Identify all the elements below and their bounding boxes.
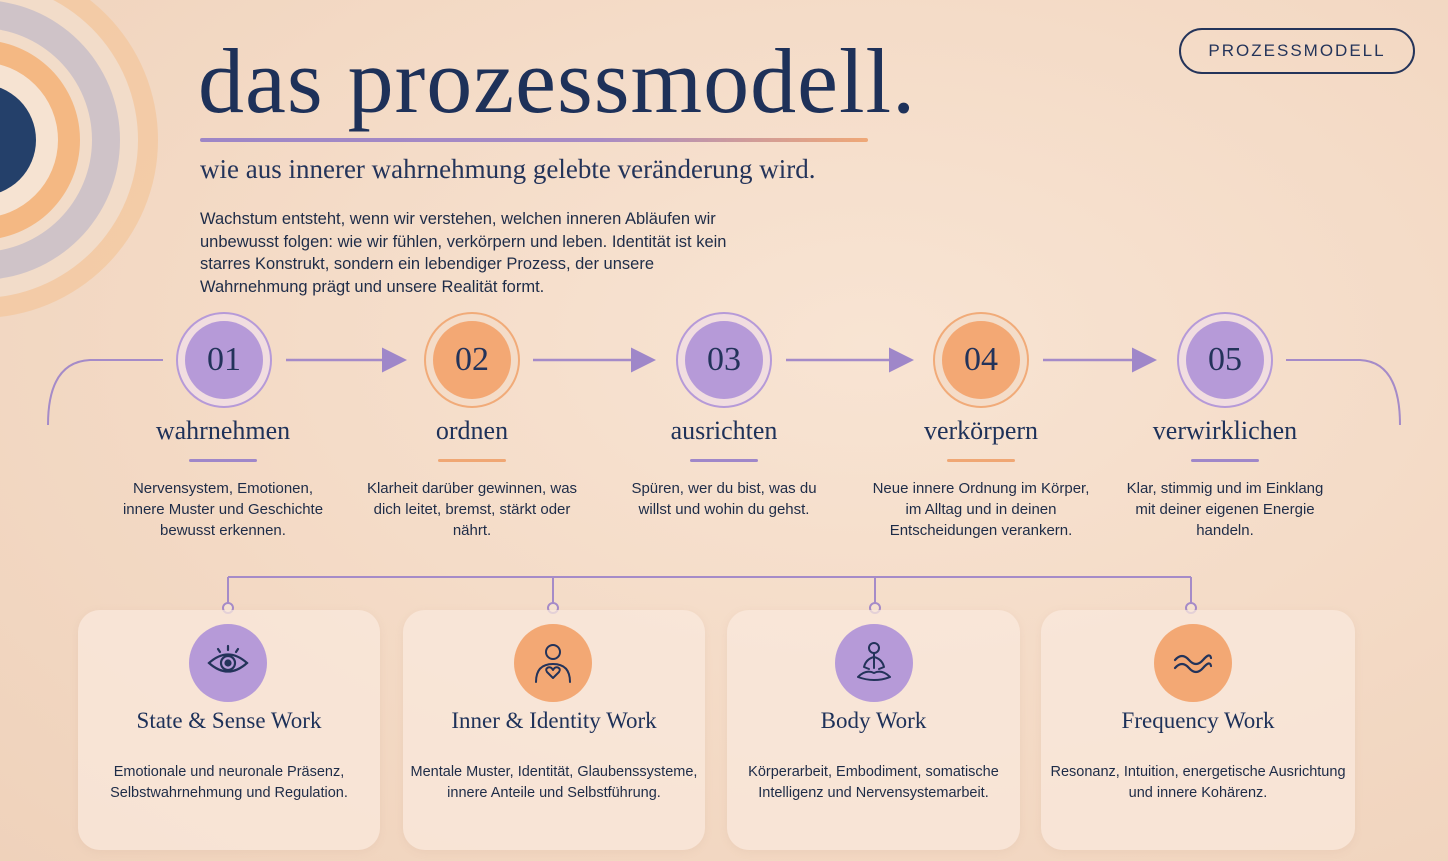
intro-text: Wachstum entsteht, wenn wir verstehen, w… <box>200 210 727 296</box>
step-label: ordnen <box>435 416 509 445</box>
step-number-circle: 02 <box>424 312 520 408</box>
card-title: Frequency Work <box>1121 708 1275 733</box>
card-title: Inner & Identity Work <box>451 708 657 733</box>
prozessmodell-badge: PROZESSMODELL <box>1179 28 1415 74</box>
step-number: 03 <box>685 321 763 399</box>
card-description: Mentale Muster, Identität, Glaubenssyste… <box>410 764 698 801</box>
card-description: Körperarbeit, Embodiment, somatische Int… <box>748 764 999 801</box>
step-number: 05 <box>1186 321 1264 399</box>
eye-icon <box>189 624 267 702</box>
step-label: wahrnehmen <box>155 416 291 445</box>
card-description: Emotionale und neuronale Präsenz, Selbst… <box>110 764 348 801</box>
step-description: Klarheit darüber gewinnen, was dich leit… <box>366 480 578 539</box>
step-description: Neue innere Ordnung im Körper, im Alltag… <box>872 480 1090 539</box>
page-title: das prozessmodell. <box>198 30 917 132</box>
step-label: verkörpern <box>923 416 1039 445</box>
step-label: verwirklichen <box>1152 416 1298 445</box>
step-number-circle: 03 <box>676 312 772 408</box>
step-underline <box>189 459 257 462</box>
card-state-sense-work: State & Sense Work Emotionale und neuron… <box>78 610 380 850</box>
card-description: Resonanz, Intuition, energetische Ausric… <box>1050 764 1346 801</box>
step-underline <box>947 459 1015 462</box>
step-description: Nervensystem, Emotionen, innere Muster u… <box>122 480 324 539</box>
title-underline <box>200 138 868 142</box>
step-number-circle: 01 <box>176 312 272 408</box>
decorative-arcs <box>0 0 158 317</box>
step-number: 04 <box>942 321 1020 399</box>
wave-icon <box>1154 624 1232 702</box>
step-underline <box>690 459 758 462</box>
step-underline <box>438 459 506 462</box>
card-body-work: Body Work Körperarbeit, Embodiment, soma… <box>727 610 1020 850</box>
card-inner-identity-work: Inner & Identity Work Mentale Muster, Id… <box>403 610 705 850</box>
step-description: Klar, stimmig und im Einklang mit deiner… <box>1126 480 1324 539</box>
step-description: Spüren, wer du bist, was du willst und w… <box>631 480 817 518</box>
step-number: 01 <box>185 321 263 399</box>
step-underline <box>1191 459 1259 462</box>
step-number-circle: 05 <box>1177 312 1273 408</box>
card-title: Body Work <box>820 708 927 733</box>
card-title: State & Sense Work <box>136 708 322 733</box>
page-subtitle: wie aus innerer wahrnehmung gelebte verä… <box>200 154 816 184</box>
card-frequency-work: Frequency Work Resonanz, Intuition, ener… <box>1041 610 1355 850</box>
person-heart-icon <box>514 624 592 702</box>
step-number-circle: 04 <box>933 312 1029 408</box>
step-number: 02 <box>433 321 511 399</box>
step-label: ausrichten <box>670 416 778 445</box>
meditation-icon <box>835 624 913 702</box>
